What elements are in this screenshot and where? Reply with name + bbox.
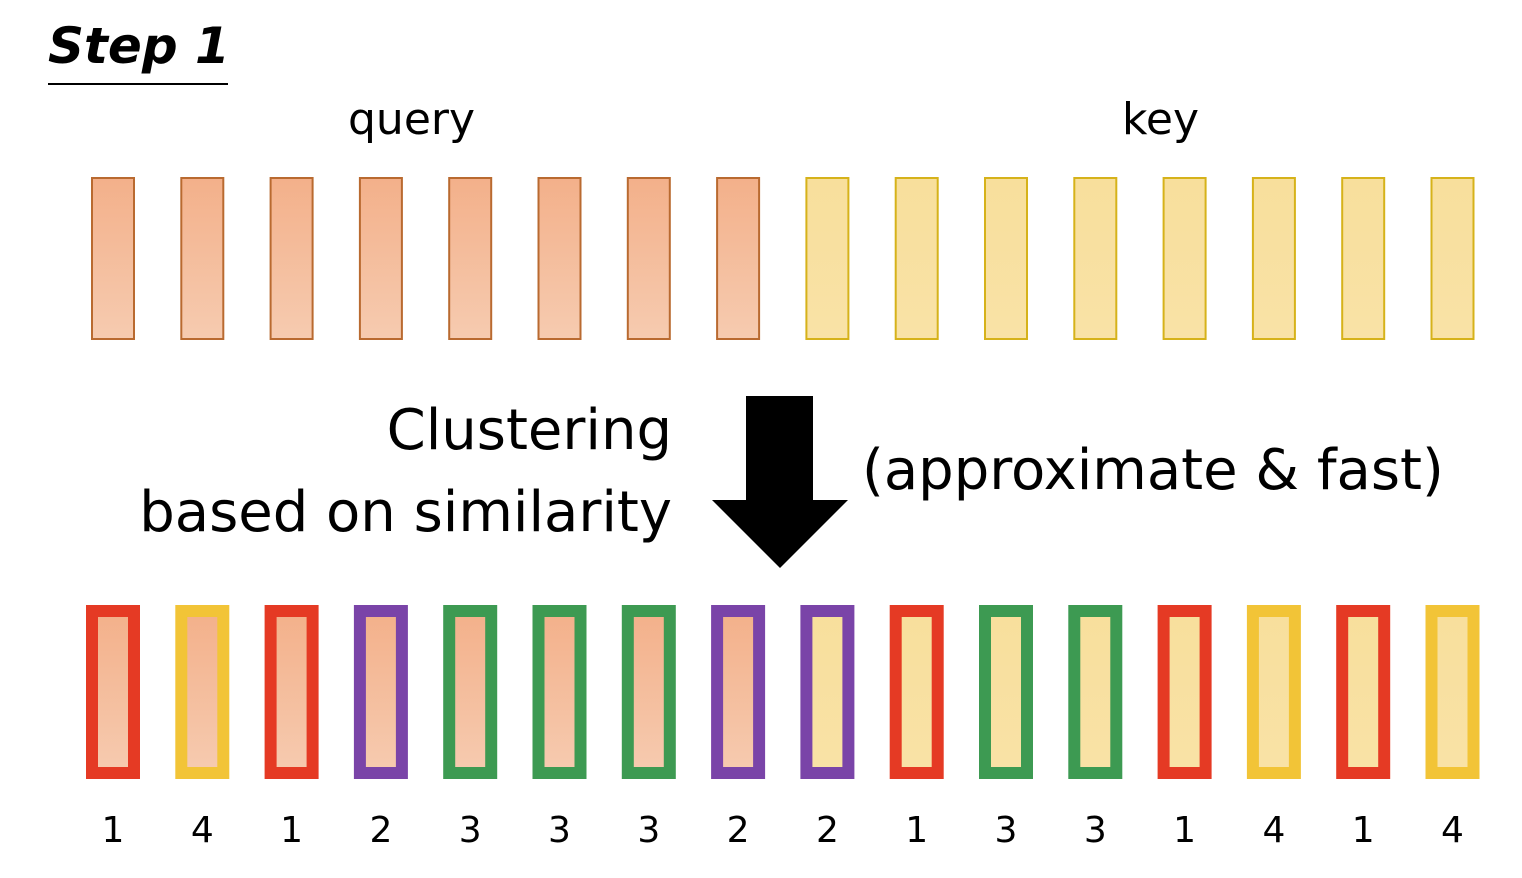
cluster-label-12: 3 (1084, 810, 1107, 851)
cluster-label-2: 4 (191, 810, 214, 851)
cluster-label-7: 3 (637, 810, 660, 851)
query-vector-1 (91, 177, 135, 340)
clustered-vector-7 (621, 605, 676, 779)
clustered-vector-14 (1246, 605, 1301, 779)
cluster-label-3: 1 (280, 810, 303, 851)
cluster-label-15: 1 (1352, 810, 1375, 851)
cluster-label-8: 2 (727, 810, 750, 851)
clustered-vector-8 (711, 605, 766, 779)
clustered-vector-2 (175, 605, 230, 779)
clustered-vector-16 (1425, 605, 1480, 779)
cluster-label-4: 2 (369, 810, 392, 851)
query-vector-8 (716, 177, 761, 340)
cluster-label-6: 3 (548, 810, 571, 851)
clustered-vector-6 (532, 605, 587, 779)
cluster-label-11: 3 (995, 810, 1018, 851)
clustered-vectors-row (86, 605, 1480, 779)
key-vector-10 (894, 177, 939, 340)
step-title: Step 1 (48, 17, 230, 75)
cluster-label-1: 1 (102, 810, 125, 851)
query-vector-4 (358, 177, 403, 340)
step-title-underline (48, 83, 228, 85)
clustered-vector-15 (1336, 605, 1391, 779)
cluster-label-14: 4 (1262, 810, 1285, 851)
key-vector-11 (984, 177, 1028, 340)
clustered-vector-4 (353, 605, 408, 779)
cluster-label-5: 3 (459, 810, 482, 851)
clustered-vector-9 (800, 605, 855, 779)
clustered-vector-3 (264, 605, 319, 779)
clustering-line-2: based on similarity (139, 480, 672, 545)
query-label: query (348, 94, 476, 145)
clustered-vector-12 (1068, 605, 1123, 779)
query-vector-7 (626, 177, 671, 340)
query-vector-2 (180, 177, 225, 340)
cluster-label-13: 1 (1173, 810, 1196, 851)
key-label: key (1122, 94, 1200, 145)
key-vector-13 (1162, 177, 1207, 340)
query-vector-5 (448, 177, 493, 340)
input-vectors-row (91, 177, 1475, 340)
down-arrow-icon (712, 396, 848, 568)
clustered-vector-11 (979, 605, 1033, 779)
clustering-caption: Clustering based on similarity (139, 390, 672, 554)
approximate-fast-note: (approximate & fast) (862, 438, 1444, 503)
clustered-vector-1 (86, 605, 140, 779)
key-vector-14 (1251, 177, 1296, 340)
key-vector-15 (1341, 177, 1386, 340)
clustered-vector-10 (889, 605, 944, 779)
key-vector-12 (1073, 177, 1118, 340)
query-vector-3 (269, 177, 314, 340)
clustered-vector-13 (1157, 605, 1212, 779)
key-vector-9 (805, 177, 850, 340)
cluster-number-row: 1 4 1 2 3 3 3 2 2 1 3 3 1 4 1 4 (102, 810, 1464, 851)
cluster-label-16: 4 (1441, 810, 1464, 851)
key-vector-16 (1430, 177, 1475, 340)
clustered-vector-5 (443, 605, 498, 779)
query-vector-6 (537, 177, 582, 340)
cluster-label-10: 1 (905, 810, 928, 851)
clustering-line-1: Clustering (386, 398, 672, 463)
cluster-label-9: 2 (816, 810, 839, 851)
